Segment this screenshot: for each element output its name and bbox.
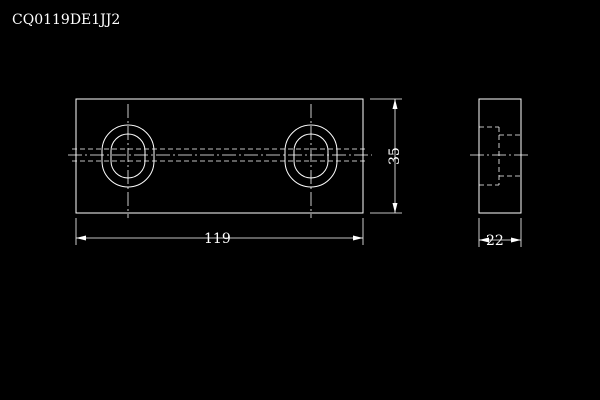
thickness-dimension-text: 22 [486, 233, 504, 249]
thickness-arrow-right [511, 237, 521, 243]
thickness-arrow-left [479, 237, 489, 243]
front-view-outline [75, 98, 364, 214]
length-arrow-right [353, 235, 363, 241]
thickness-dimension: 22 [478, 218, 522, 249]
length-arrow-left [76, 235, 86, 241]
length-dimension: 119 [75, 218, 364, 247]
right-slot [284, 104, 338, 218]
height-arrow-bottom [392, 203, 398, 213]
side-view-outline [478, 98, 522, 214]
height-dimension: 35 [370, 98, 403, 214]
left-slot [101, 104, 155, 218]
length-dimension-text: 119 [204, 231, 231, 247]
front-view: 119 35 [68, 98, 403, 247]
side-view: 22 [470, 98, 528, 249]
height-dimension-text: 35 [387, 147, 403, 165]
drawing-title: CQ0119DE1JJ2 [12, 12, 120, 28]
height-arrow-top [392, 99, 398, 109]
